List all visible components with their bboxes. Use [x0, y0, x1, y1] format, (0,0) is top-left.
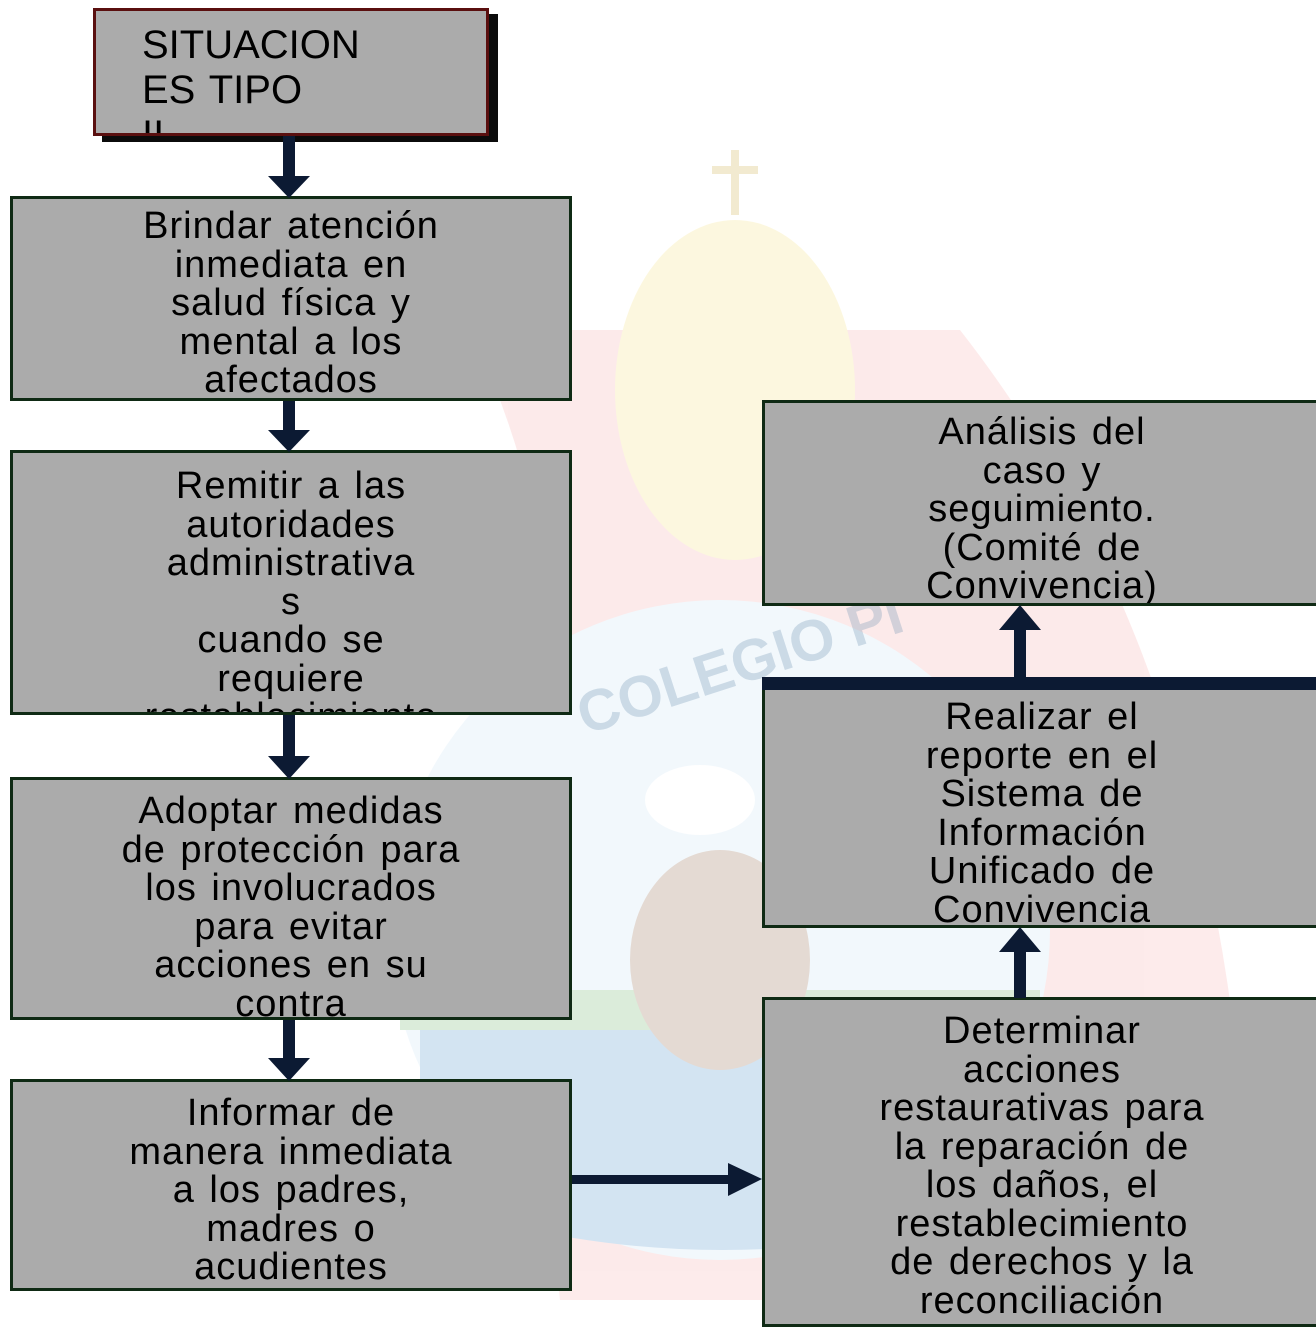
step-informar-padres: Informar de manera inmediata a los padre… — [10, 1079, 572, 1291]
watermark-dove — [645, 765, 755, 835]
step-text: Realizar el reporte en el Sistema de Inf… — [925, 696, 1159, 928]
step-analisis-caso: Análisis del caso y seguimiento. (Comité… — [762, 400, 1316, 606]
step-brindar-atencion: Brindar atención inmediata en salud físi… — [10, 196, 572, 401]
step-determinar-acciones: Determinar acciones restaurativas para l… — [762, 997, 1316, 1327]
step-text: Adoptar medidas de protección para los i… — [121, 790, 461, 1020]
separator-bar — [762, 677, 1316, 690]
step-text: Determinar acciones restaurativas para l… — [879, 1010, 1205, 1322]
step-remitir-autoridades: Remitir a las autoridades administrativa… — [10, 450, 572, 715]
step-realizar-reporte: Realizar el reporte en el Sistema de Inf… — [762, 688, 1316, 928]
step-adoptar-medidas: Adoptar medidas de protección para los i… — [10, 777, 572, 1020]
step-text: Informar de manera inmediata a los padre… — [129, 1092, 453, 1288]
step-text: Brindar atención inmediata en salud físi… — [143, 205, 439, 401]
step-text: Análisis del caso y seguimiento. (Comité… — [926, 411, 1158, 606]
step-text: Remitir a las autoridades administrativa… — [145, 465, 437, 712]
title-text: SITUACION ES TIPO II — [142, 23, 360, 136]
title-box: SITUACION ES TIPO II — [93, 8, 489, 136]
